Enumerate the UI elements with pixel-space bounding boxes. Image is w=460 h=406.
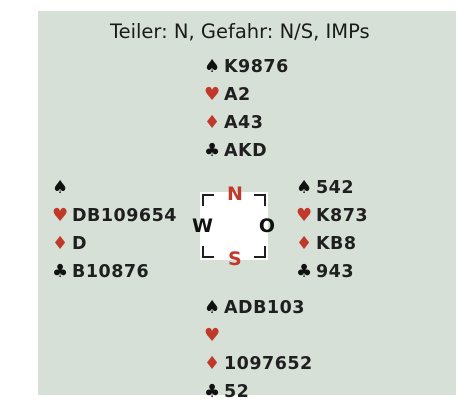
east-hearts-cards: K873 (316, 206, 369, 226)
compass-west-label: W (192, 215, 213, 237)
north-clubs-cards: AKD (224, 141, 268, 161)
north-diamonds-row: ♦A43 (204, 109, 289, 137)
north-hand: ♠K9876 ♥A2 ♦A43 ♣AKD (204, 53, 289, 165)
east-hearts-row: ♥K873 (296, 202, 368, 230)
spade-icon: ♠ (204, 56, 221, 77)
south-spades-row: ♠ADB103 (204, 294, 313, 322)
east-diamonds-row: ♦KB8 (296, 230, 368, 258)
south-spades-cards: ADB103 (224, 298, 305, 318)
south-hand: ♠ADB103 ♥ ♦1097652 ♣52 (204, 294, 313, 406)
club-icon: ♣ (296, 261, 313, 282)
compass-east-label: O (258, 215, 275, 237)
west-diamonds-row: ♦D (52, 230, 177, 258)
diamond-icon: ♦ (52, 233, 69, 254)
heart-icon: ♥ (52, 205, 69, 226)
south-clubs-cards: 52 (224, 382, 250, 402)
deal-header: Teiler: N, Gefahr: N/S, IMPs (110, 20, 370, 43)
club-icon: ♣ (204, 140, 221, 161)
compass-corner (254, 246, 266, 258)
compass-corner (202, 246, 214, 258)
heart-icon: ♥ (204, 325, 221, 346)
north-spades-cards: K9876 (224, 57, 289, 77)
compass-box: N S W O (192, 184, 275, 269)
east-clubs-cards: 943 (316, 262, 355, 282)
east-diamonds-cards: KB8 (316, 234, 357, 254)
north-spades-row: ♠K9876 (204, 53, 289, 81)
compass-south-label: S (228, 248, 242, 270)
diamond-icon: ♦ (296, 233, 313, 254)
compass-north-label: N (227, 183, 243, 205)
spade-icon: ♠ (204, 297, 221, 318)
compass-corner (202, 194, 214, 206)
club-icon: ♣ (204, 381, 221, 402)
spade-icon: ♠ (52, 177, 69, 198)
east-spades-row: ♠542 (296, 174, 368, 202)
east-clubs-row: ♣943 (296, 258, 368, 286)
spade-icon: ♠ (296, 177, 313, 198)
west-clubs-row: ♣B10876 (52, 258, 177, 286)
east-spades-cards: 542 (316, 178, 355, 198)
heart-icon: ♥ (296, 205, 313, 226)
east-hand: ♠542 ♥K873 ♦KB8 ♣943 (296, 174, 368, 286)
heart-icon: ♥ (204, 84, 221, 105)
south-clubs-row: ♣52 (204, 378, 313, 406)
west-hearts-cards: DB109654 (72, 206, 177, 226)
compass-corner (254, 194, 266, 206)
diamond-icon: ♦ (204, 353, 221, 374)
west-hearts-row: ♥DB109654 (52, 202, 177, 230)
south-diamonds-cards: 1097652 (224, 354, 313, 374)
north-diamonds-cards: A43 (224, 113, 264, 133)
south-hearts-row: ♥ (204, 322, 313, 350)
west-spades-row: ♠ (52, 174, 177, 202)
club-icon: ♣ (52, 261, 69, 282)
north-hearts-cards: A2 (224, 85, 251, 105)
west-clubs-cards: B10876 (72, 262, 150, 282)
west-diamonds-cards: D (72, 234, 88, 254)
north-clubs-row: ♣AKD (204, 137, 289, 165)
diamond-icon: ♦ (204, 112, 221, 133)
south-diamonds-row: ♦1097652 (204, 350, 313, 378)
west-hand: ♠ ♥DB109654 ♦D ♣B10876 (52, 174, 177, 286)
north-hearts-row: ♥A2 (204, 81, 289, 109)
